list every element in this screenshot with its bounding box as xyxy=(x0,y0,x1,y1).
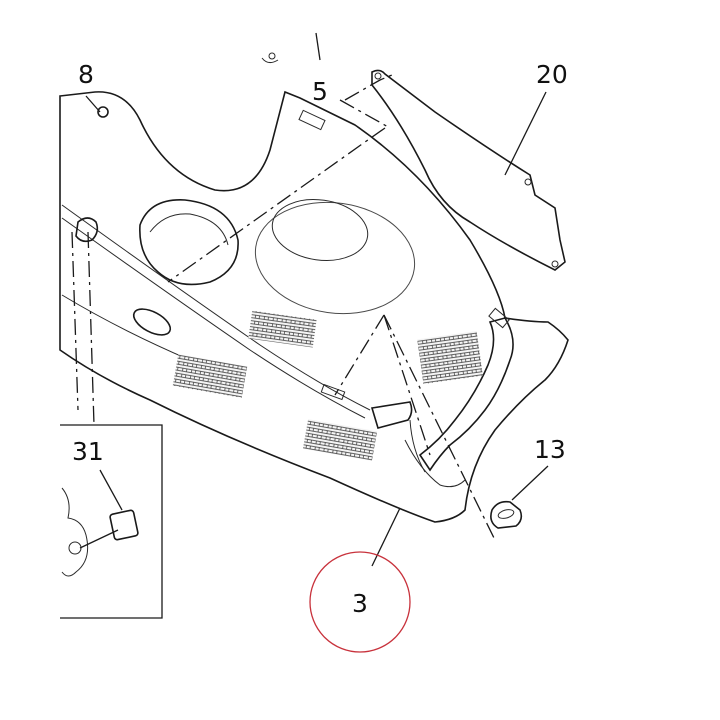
callout-3: 3 xyxy=(352,589,368,618)
texture-patch xyxy=(248,310,317,348)
part-20-panel xyxy=(371,69,566,271)
speaker-recess xyxy=(254,201,416,315)
callout-13: 13 xyxy=(534,435,566,464)
assembly-lines xyxy=(71,74,496,541)
main-trim-panel xyxy=(59,90,569,523)
fastener xyxy=(75,217,99,243)
callout-20: 20 xyxy=(536,60,568,89)
screw-hole xyxy=(97,106,109,118)
clip-slot xyxy=(320,383,346,401)
callout-8: 8 xyxy=(78,60,94,89)
clip-slot xyxy=(488,307,510,329)
bracket xyxy=(370,401,413,429)
detail-frame-31 xyxy=(60,424,163,619)
texture-patch xyxy=(417,331,483,384)
callout-5: 5 xyxy=(312,77,328,106)
clip-slot xyxy=(298,109,326,131)
part-31-pad xyxy=(109,509,139,541)
callout-31: 31 xyxy=(72,437,104,466)
part-13-clip xyxy=(490,500,523,529)
highlight-circle xyxy=(309,551,411,653)
leader-lines xyxy=(85,32,549,567)
panel-hole xyxy=(132,308,172,336)
part-fragment xyxy=(261,57,279,64)
panel-cutout xyxy=(139,199,239,286)
texture-patch xyxy=(172,354,248,398)
texture-patch xyxy=(302,419,378,461)
